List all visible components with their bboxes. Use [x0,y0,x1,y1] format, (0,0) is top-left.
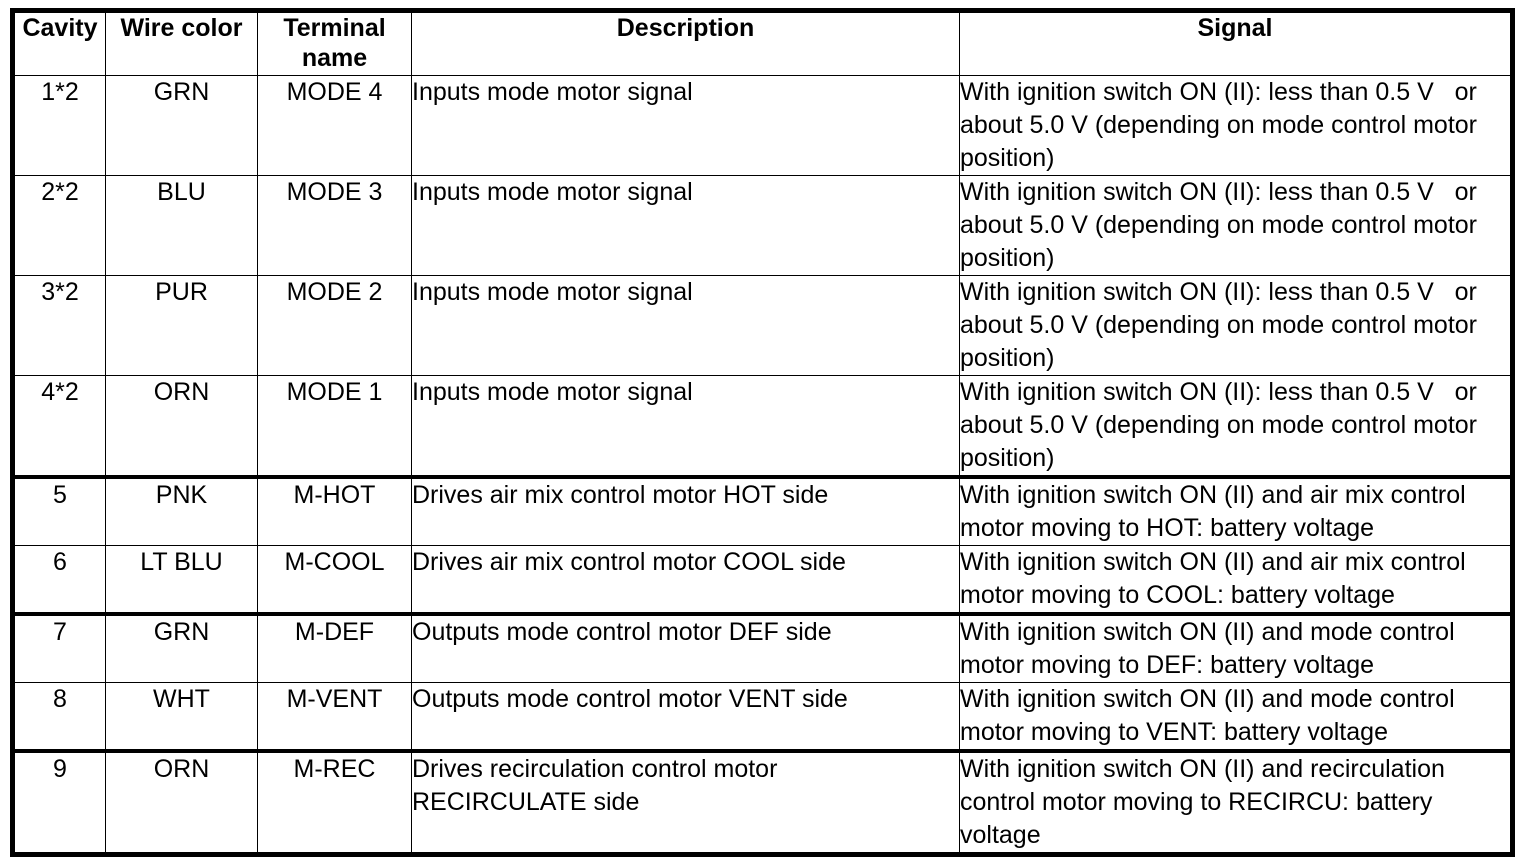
signal-line: voltage [960,821,1041,849]
table-row: 3*2 PUR MODE 2 Inputs mode motor signal … [12,275,1513,376]
cell-description: Inputs mode motor signal [411,275,960,376]
signal-line: With ignition switch ON (II): less than … [960,78,1477,106]
signal-line: about 5.0 V (depending on mode control m… [960,111,1478,139]
cell-wire-color: LT BLU [105,545,258,615]
signal-line: With ignition switch ON (II): less than … [960,378,1477,406]
cell-cavity: 4*2 [12,375,106,478]
document-page: Cavity Wire color Terminal name Descript… [10,8,1515,857]
table-row: 9 ORN M-REC Drives recirculation control… [12,749,1513,855]
cell-wire-color: ORN [105,749,258,855]
cell-cavity: 3*2 [12,275,106,376]
cell-terminal-name: M-VENT [257,682,412,752]
cell-description: Outputs mode control motor DEF side [411,612,960,683]
table-row: 2*2 BLU MODE 3 Inputs mode motor signal … [12,175,1513,276]
cell-wire-color: PNK [105,475,258,546]
cell-description: Drives air mix control motor COOL side [411,545,960,615]
column-header-signal: Signal [959,10,1513,76]
table-row: 8 WHT M-VENT Outputs mode control motor … [12,682,1513,752]
table-row: 5 PNK M-HOT Drives air mix control motor… [12,475,1513,546]
column-header-description: Description [411,10,960,76]
column-header-cavity: Cavity [12,10,106,76]
cell-cavity: 7 [12,612,106,683]
table-body: 1*2 GRN MODE 4 Inputs mode motor signal … [12,75,1513,855]
cell-signal: With ignition switch ON (II): less than … [959,75,1513,176]
cell-signal: With ignition switch ON (II): less than … [959,375,1513,478]
cell-terminal-name: MODE 1 [257,375,412,478]
signal-line: With ignition switch ON (II): less than … [960,178,1477,206]
cell-terminal-name: MODE 2 [257,275,412,376]
cell-signal: With ignition switch ON (II): less than … [959,275,1513,376]
cell-description: Inputs mode motor signal [411,375,960,478]
signal-line: With ignition switch ON (II) and mode co… [960,618,1455,646]
cell-cavity: 5 [12,475,106,546]
signal-line: With ignition switch ON (II) and air mix… [960,548,1466,576]
cell-terminal-name: MODE 3 [257,175,412,276]
signal-line: control motor moving to RECIRCU: battery [960,788,1433,816]
cell-wire-color: PUR [105,275,258,376]
signal-line: about 5.0 V (depending on mode control m… [960,411,1478,439]
signal-line: position) [960,144,1055,172]
column-header-wire-color: Wire color [105,10,258,76]
table-header: Cavity Wire color Terminal name Descript… [12,10,1513,76]
cell-description: Inputs mode motor signal [411,75,960,176]
cell-wire-color: WHT [105,682,258,752]
signal-line: With ignition switch ON (II) and recircu… [960,755,1445,783]
connector-terminal-table: Cavity Wire color Terminal name Descript… [10,8,1515,857]
column-header-terminal-name-line2: name [301,44,368,72]
cell-cavity: 9 [12,749,106,855]
cell-wire-color: GRN [105,612,258,683]
cell-cavity: 6 [12,545,106,615]
signal-line: motor moving to COOL: battery voltage [960,581,1395,609]
table-row: 1*2 GRN MODE 4 Inputs mode motor signal … [12,75,1513,176]
signal-line: With ignition switch ON (II) and air mix… [960,481,1466,509]
cell-terminal-name: M-REC [257,749,412,855]
signal-line: position) [960,444,1055,472]
cell-description: Inputs mode motor signal [411,175,960,276]
column-header-terminal-name: Terminal name [257,10,412,76]
column-header-terminal-name-line1: Terminal [283,14,386,42]
cell-wire-color: GRN [105,75,258,176]
cell-description: Drives air mix control motor HOT side [411,475,960,546]
cell-wire-color: BLU [105,175,258,276]
cell-signal: With ignition switch ON (II) and air mix… [959,545,1513,615]
description-line: RECIRCULATE side [412,788,640,816]
signal-line: motor moving to VENT: battery voltage [960,718,1388,746]
cell-description: Drives recirculation control motor RECIR… [411,749,960,855]
signal-line: motor moving to DEF: battery voltage [960,651,1375,679]
cell-description: Outputs mode control motor VENT side [411,682,960,752]
header-row: Cavity Wire color Terminal name Descript… [12,10,1513,76]
description-line: Drives recirculation control motor [412,755,778,783]
cell-signal: With ignition switch ON (II) and air mix… [959,475,1513,546]
cell-terminal-name: M-DEF [257,612,412,683]
signal-line: position) [960,244,1055,272]
cell-cavity: 8 [12,682,106,752]
table-row: 7 GRN M-DEF Outputs mode control motor D… [12,612,1513,683]
signal-line: With ignition switch ON (II): less than … [960,278,1477,306]
signal-line: position) [960,344,1055,372]
cell-cavity: 2*2 [12,175,106,276]
cell-terminal-name: MODE 4 [257,75,412,176]
cell-signal: With ignition switch ON (II) and recircu… [959,749,1513,855]
table-row: 4*2 ORN MODE 1 Inputs mode motor signal … [12,375,1513,478]
cell-signal: With ignition switch ON (II) and mode co… [959,682,1513,752]
cell-terminal-name: M-COOL [257,545,412,615]
signal-line: about 5.0 V (depending on mode control m… [960,311,1478,339]
cell-cavity: 1*2 [12,75,106,176]
signal-line: motor moving to HOT: battery voltage [960,514,1375,542]
signal-line: about 5.0 V (depending on mode control m… [960,211,1478,239]
cell-terminal-name: M-HOT [257,475,412,546]
cell-signal: With ignition switch ON (II) and mode co… [959,612,1513,683]
cell-signal: With ignition switch ON (II): less than … [959,175,1513,276]
cell-wire-color: ORN [105,375,258,478]
table-row: 6 LT BLU M-COOL Drives air mix control m… [12,545,1513,615]
signal-line: With ignition switch ON (II) and mode co… [960,685,1455,713]
